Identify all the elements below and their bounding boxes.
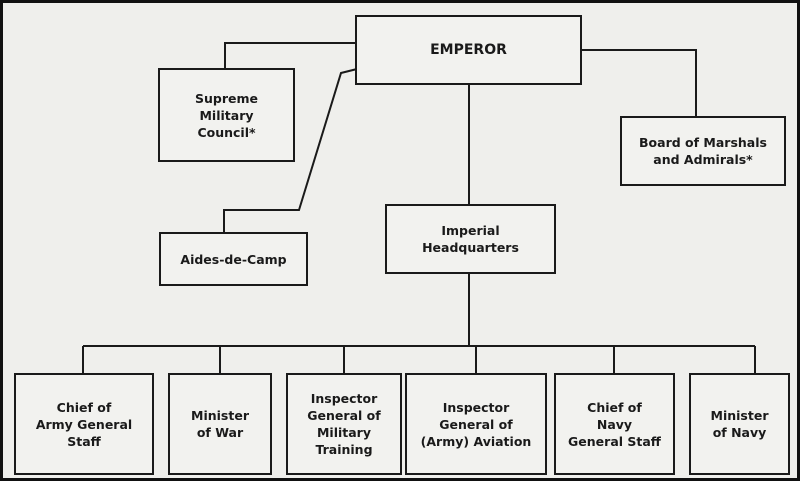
node-minister-of-war: Minister of War [168, 373, 272, 475]
node-supreme-military-council: Supreme Military Council* [158, 68, 295, 162]
node-inspector-general-of-military-training: Inspector General of Military Training [286, 373, 402, 475]
node-minister-of-navy: Minister of Navy [689, 373, 790, 475]
node-inspector-general-of-army-aviation: Inspector General of (Army) Aviation [405, 373, 547, 475]
node-chief-of-navy-general-staff: Chief of Navy General Staff [554, 373, 675, 475]
edge-emperor-aides [223, 68, 358, 234]
node-board-of-marshals-and-admirals: Board of Marshals and Admirals* [620, 116, 786, 186]
edge-emperor-board [581, 49, 697, 118]
edge-emperor-supreme [224, 42, 355, 70]
connector-lines [82, 42, 756, 375]
node-emperor: EMPEROR [355, 15, 582, 85]
node-imperial-headquarters: Imperial Headquarters [385, 204, 556, 274]
node-chief-of-army-general-staff: Chief of Army General Staff [14, 373, 154, 475]
node-aides-de-camp: Aides-de-Camp [159, 232, 308, 286]
